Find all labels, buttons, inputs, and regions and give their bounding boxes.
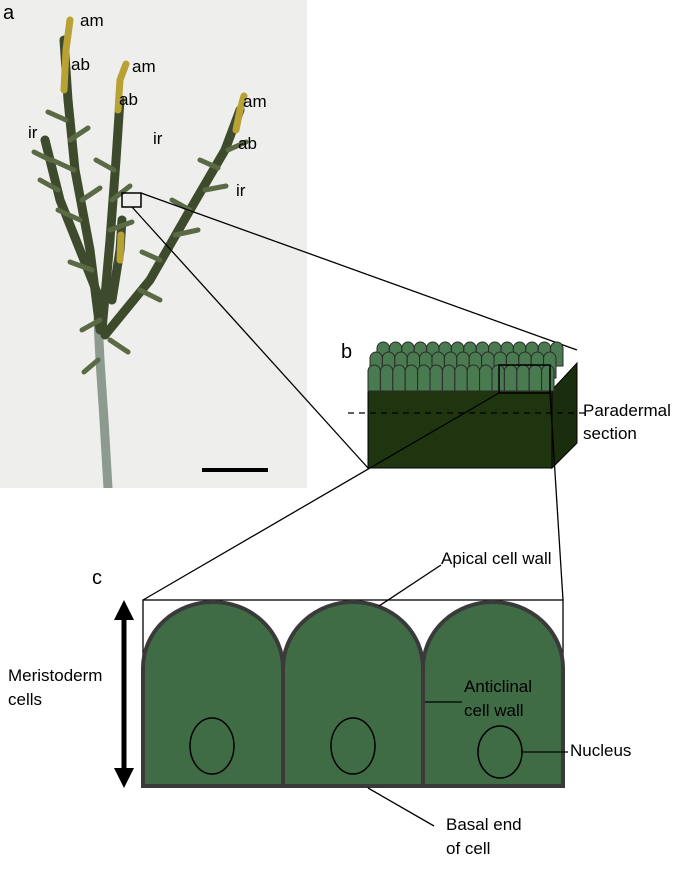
surface-cell bbox=[503, 364, 518, 392]
label-ab-2: ab bbox=[119, 90, 138, 109]
label-ir-2: ir bbox=[153, 129, 163, 148]
label-am-3: am bbox=[243, 92, 267, 111]
surface-cell bbox=[404, 364, 419, 392]
surface-cell bbox=[466, 364, 481, 392]
panel-label-a: a bbox=[3, 2, 15, 24]
label-ab-1: ab bbox=[71, 55, 90, 74]
surface-cell bbox=[454, 364, 468, 392]
label-paradermal-1: Paradermal bbox=[583, 401, 671, 420]
panel-label-c: c bbox=[92, 567, 102, 589]
surface-cell bbox=[417, 364, 431, 392]
label-am-1: am bbox=[80, 11, 104, 30]
zoom-lines-b-to-c bbox=[142, 392, 564, 601]
surface-cell bbox=[441, 364, 456, 392]
block-surface-cells bbox=[367, 341, 564, 392]
cell-middle bbox=[281, 600, 425, 788]
block-front-face bbox=[367, 389, 553, 469]
nucleus-middle bbox=[330, 717, 376, 775]
surface-cell bbox=[379, 364, 394, 392]
block-side-face bbox=[551, 361, 578, 470]
label-meristoderm-2: cells bbox=[8, 690, 42, 709]
label-anticlinal-1: Anticlinal bbox=[464, 677, 532, 696]
surface-cell bbox=[367, 364, 381, 392]
photo-panel: am ab am ab am ab ir ir ir bbox=[0, 0, 307, 488]
label-basal-1: Basal end bbox=[446, 815, 522, 834]
surface-cell bbox=[528, 364, 543, 392]
surface-cell bbox=[429, 364, 443, 392]
lateral-branchlets bbox=[31, 109, 249, 375]
surface-cell bbox=[392, 364, 406, 392]
label-leaders bbox=[367, 564, 568, 827]
label-ir-1: ir bbox=[28, 123, 38, 142]
cell-left bbox=[141, 600, 285, 788]
label-apical-wall: Apical cell wall bbox=[441, 549, 552, 568]
label-anticlinal-2: cell wall bbox=[464, 701, 524, 720]
tissue-block bbox=[367, 341, 578, 470]
apical-tips bbox=[60, 16, 248, 264]
label-basal-2: of cell bbox=[446, 839, 490, 858]
surface-cell bbox=[479, 364, 493, 392]
basal-stalk bbox=[93, 315, 113, 488]
label-paradermal-2: section bbox=[583, 424, 637, 443]
meristoderm-cells bbox=[141, 600, 565, 788]
surface-cell bbox=[541, 364, 555, 392]
surface-cell bbox=[491, 364, 505, 392]
label-meristoderm-1: Meristoderm bbox=[8, 666, 102, 685]
label-nucleus: Nucleus bbox=[570, 741, 631, 760]
nucleus-left bbox=[189, 717, 235, 775]
cell-right bbox=[421, 600, 565, 788]
label-ir-3: ir bbox=[236, 181, 246, 200]
meristoderm-arrow bbox=[114, 600, 134, 788]
zoom-lines-a-to-b bbox=[131, 192, 578, 469]
selection-box-photo bbox=[121, 192, 142, 208]
surface-cell bbox=[516, 364, 530, 392]
panel-label-b: b bbox=[341, 341, 352, 363]
photo-background bbox=[0, 0, 307, 488]
label-ab-3: ab bbox=[238, 134, 257, 153]
selection-box-block bbox=[498, 364, 551, 394]
label-am-2: am bbox=[132, 57, 156, 76]
